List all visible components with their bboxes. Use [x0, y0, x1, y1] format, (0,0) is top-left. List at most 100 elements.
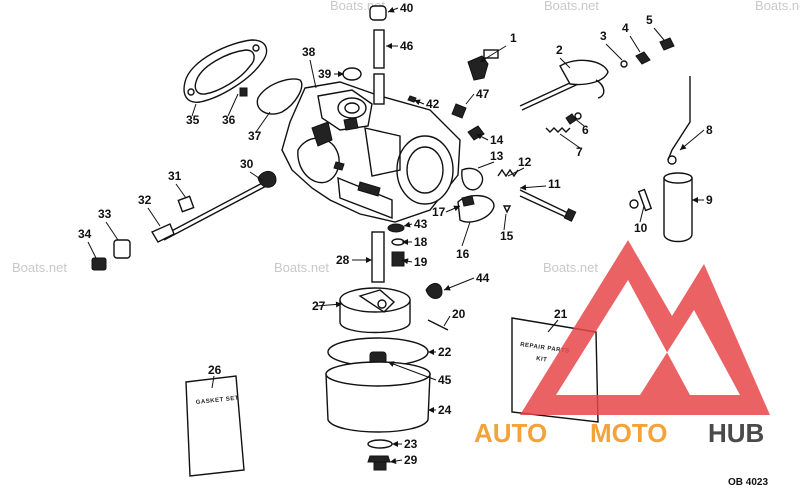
leader-line	[147, 207, 161, 227]
leader-line	[461, 221, 471, 247]
washer-43	[387, 223, 405, 233]
drain-screw-29	[367, 455, 391, 471]
part-number-label: 13	[490, 149, 504, 163]
part-number-label: 9	[706, 193, 713, 207]
tube-28	[371, 231, 385, 283]
leader-line	[227, 93, 239, 117]
spring-7	[545, 127, 571, 133]
part-number-label: 32	[138, 193, 152, 207]
repair-card-label-2: KIT	[536, 356, 548, 363]
watermark-layer: Boats.net Boats.net Boats.net Boats.net …	[12, 0, 800, 275]
part-number-label: 47	[476, 87, 490, 101]
leader-arrowhead	[390, 458, 397, 464]
leader-arrowhead	[392, 441, 398, 447]
gasket-set-card: GASKET SET	[185, 375, 245, 477]
logo-moto: MOTO	[590, 418, 668, 448]
part-number-label: 23	[404, 437, 418, 451]
part-number-label: 30	[240, 157, 254, 171]
part-number-label: 37	[248, 129, 262, 143]
watermark-text: Boats.net	[274, 260, 329, 275]
part-number-label: 16	[456, 247, 470, 261]
part-number-label: 26	[208, 363, 222, 377]
leader-arrowhead	[402, 258, 409, 265]
part-number-label: 11	[548, 177, 561, 191]
leader-arrowhead	[402, 239, 408, 245]
spring-14	[467, 125, 485, 141]
screw-11	[519, 189, 577, 222]
washer-3b	[574, 112, 582, 120]
part-number-label: 45	[438, 373, 452, 387]
leader-arrowhead	[680, 143, 687, 150]
leader-line	[191, 103, 197, 117]
link-rod-8	[667, 76, 691, 165]
leader-line	[255, 111, 271, 133]
leader-line	[547, 319, 559, 333]
plug-40	[369, 5, 387, 21]
part-number-label: 24	[438, 403, 452, 417]
leader-line	[87, 241, 97, 259]
gasket-card-label: GASKET SET	[196, 395, 240, 405]
watermark-text: Boats.net	[543, 260, 598, 275]
part-number-label: 14	[490, 133, 504, 147]
leader-arrowhead	[388, 6, 395, 13]
screw-5	[659, 37, 675, 51]
part-number-label: 17	[432, 205, 446, 219]
pin-10	[637, 188, 653, 212]
part-number-label: 36	[222, 113, 236, 127]
part-13	[461, 167, 484, 191]
leader-line	[639, 205, 645, 223]
part-number-label: 43	[414, 217, 428, 231]
choke-shaft	[150, 179, 271, 243]
part-number-label: 42	[426, 97, 440, 111]
float-27	[339, 287, 411, 334]
part-number-label: 33	[98, 207, 112, 221]
part-number-label: 7	[576, 145, 583, 159]
part-number-label: 28	[336, 253, 350, 267]
leader-arrowhead	[388, 361, 395, 367]
part-number-label: 19	[414, 255, 428, 269]
leader-arrowhead	[476, 134, 483, 140]
watermark-text: Boats.net	[755, 0, 800, 13]
bowl-24	[325, 361, 431, 433]
washer-3c	[629, 199, 639, 209]
leader-arrowhead	[444, 284, 451, 291]
part-number-label: 39	[318, 67, 332, 81]
gasket-part	[183, 39, 268, 103]
collar-33	[113, 239, 131, 259]
part-number-label: 21	[554, 307, 568, 321]
part-number-label: 29	[404, 453, 418, 467]
carburetor-body	[281, 81, 461, 223]
leader-line	[573, 117, 585, 127]
screw-4	[635, 51, 651, 65]
leader-arrowhead	[404, 221, 411, 228]
leader-arrowhead	[520, 184, 527, 191]
leader-arrowhead	[428, 349, 434, 355]
part-number-label: 27	[312, 299, 326, 313]
screw-42	[407, 95, 417, 103]
watermark-text: Boats.net	[12, 260, 67, 275]
leader-arrowhead	[428, 407, 434, 413]
leader-line	[211, 375, 215, 389]
part-number-label: 15	[500, 229, 514, 243]
logo-hub: HUB	[708, 418, 764, 448]
automotohub-logo-mark	[520, 240, 770, 415]
part-number-label: 2	[556, 43, 563, 57]
leader-arrowhead	[480, 56, 487, 62]
leader-line	[605, 43, 623, 61]
diagram-code: OB 4023	[728, 477, 768, 488]
part-number-label: 5	[646, 13, 653, 27]
part-number-label: 6	[582, 123, 589, 137]
part-number-label: 1	[510, 31, 517, 45]
cap-39	[342, 67, 362, 81]
logo-auto: AUTO	[474, 418, 547, 448]
automotohub-logo-text: AUTO MOTO HUB	[474, 418, 764, 448]
screw-34	[91, 257, 107, 271]
spring-30	[257, 171, 277, 188]
bushing-31	[177, 195, 195, 213]
watermark-text: Boats.net	[544, 0, 599, 13]
throttle-shaft	[519, 59, 609, 111]
part-number-label: 35	[186, 113, 200, 127]
